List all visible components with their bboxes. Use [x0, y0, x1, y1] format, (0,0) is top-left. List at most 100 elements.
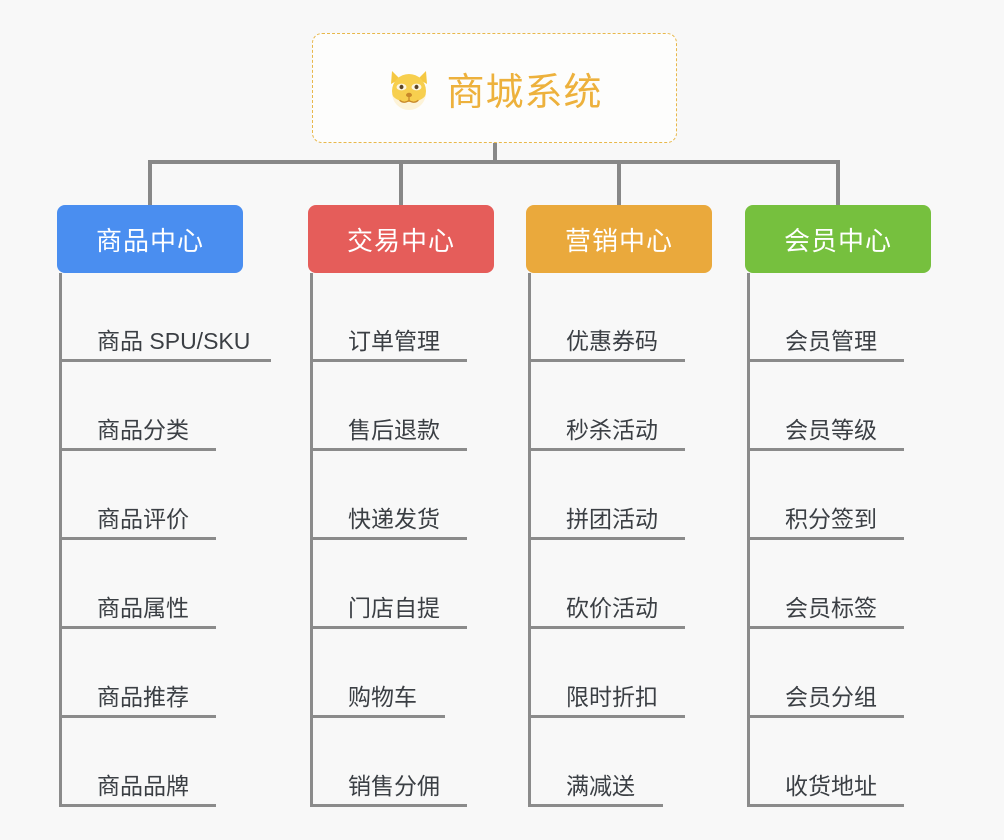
list-item-rule — [747, 715, 904, 718]
list-item[interactable]: 订单管理 — [310, 273, 538, 362]
list-item[interactable]: 会员标签 — [747, 540, 975, 629]
list-item[interactable]: 快递发货 — [310, 451, 538, 540]
list-item-label: 购物车 — [348, 683, 417, 710]
list-item[interactable]: 商品品牌 — [59, 718, 287, 807]
list-item-label: 商品属性 — [97, 594, 189, 621]
list-item-label: 拼团活动 — [566, 505, 658, 532]
page-title: 商城系统 — [446, 71, 603, 114]
list-item-label: 快递发货 — [348, 505, 440, 532]
branch-drop-connector-2 — [399, 160, 403, 208]
list-item[interactable]: 秒杀活动 — [528, 362, 756, 451]
branch-header-marketing-center[interactable]: 营销中心 — [526, 205, 712, 273]
branch-trade-center: 交易中心 订单管理 售后退款 快递发货 门店自提 购物车 — [308, 205, 538, 807]
branch-drop-connector-4 — [836, 160, 840, 208]
list-item-label: 销售分佣 — [348, 772, 440, 799]
root-stem-connector — [493, 143, 497, 163]
list-item-rule — [310, 359, 467, 362]
list-item[interactable]: 购物车 — [310, 629, 538, 718]
list-item-label: 会员管理 — [785, 327, 877, 354]
list-item-rule — [747, 537, 904, 540]
list-item-rule — [747, 448, 904, 451]
list-item-label: 砍价活动 — [566, 594, 658, 621]
branch-header-member-center[interactable]: 会员中心 — [745, 205, 931, 273]
branch-items-trade-center: 订单管理 售后退款 快递发货 门店自提 购物车 销售分佣 — [310, 273, 538, 807]
list-item-rule — [747, 359, 904, 362]
list-item[interactable]: 限时折扣 — [528, 629, 756, 718]
branch-label: 商品中心 — [95, 225, 204, 256]
list-item[interactable]: 砍价活动 — [528, 540, 756, 629]
list-item[interactable]: 售后退款 — [310, 362, 538, 451]
branch-drop-connector-1 — [148, 160, 152, 208]
branch-drop-connector-3 — [617, 160, 621, 208]
list-item-rule — [310, 626, 467, 629]
list-item-rule — [528, 448, 685, 451]
branch-spine — [747, 273, 750, 807]
list-item[interactable]: 会员等级 — [747, 362, 975, 451]
list-item-label: 限时折扣 — [566, 683, 658, 710]
list-item-rule — [310, 537, 467, 540]
list-item[interactable]: 收货地址 — [747, 718, 975, 807]
list-item-rule — [59, 359, 271, 362]
list-item-rule — [59, 448, 216, 451]
branch-label: 会员中心 — [783, 225, 892, 256]
list-item-rule — [310, 804, 467, 807]
list-item[interactable]: 销售分佣 — [310, 718, 538, 807]
list-item-label: 会员分组 — [785, 683, 877, 710]
list-item[interactable]: 商品属性 — [59, 540, 287, 629]
list-item-rule — [747, 626, 904, 629]
list-item-label: 收货地址 — [785, 772, 877, 799]
list-item-label: 售后退款 — [348, 416, 440, 443]
list-item-rule — [528, 804, 663, 807]
list-item-rule — [747, 804, 904, 807]
branch-items-marketing-center: 优惠券码 秒杀活动 拼团活动 砍价活动 限时折扣 满减送 — [528, 273, 756, 807]
dog-face-icon — [386, 65, 432, 111]
branch-spine — [310, 273, 313, 807]
branch-items-product-center: 商品 SPU/SKU 商品分类 商品评价 商品属性 商品推荐 商品品牌 — [59, 273, 287, 807]
list-item-label: 商品 SPU/SKU — [97, 327, 251, 354]
list-item[interactable]: 会员管理 — [747, 273, 975, 362]
list-item[interactable]: 商品分类 — [59, 362, 287, 451]
branch-member-center: 会员中心 会员管理 会员等级 积分签到 会员标签 会员分组 — [745, 205, 975, 807]
list-item-label: 满减送 — [566, 772, 635, 799]
branch-label: 营销中心 — [564, 225, 673, 256]
list-item[interactable]: 满减送 — [528, 718, 756, 807]
list-item[interactable]: 商品评价 — [59, 451, 287, 540]
branch-label: 交易中心 — [346, 225, 455, 256]
list-item-label: 会员标签 — [785, 594, 877, 621]
list-item-label: 积分签到 — [785, 505, 877, 532]
list-item-rule — [59, 804, 216, 807]
list-item-label: 商品分类 — [97, 416, 189, 443]
list-item-label: 订单管理 — [348, 327, 440, 354]
branch-product-center: 商品中心 商品 SPU/SKU 商品分类 商品评价 商品属性 商品推荐 — [57, 205, 287, 807]
list-item[interactable]: 积分签到 — [747, 451, 975, 540]
list-item[interactable]: 门店自提 — [310, 540, 538, 629]
list-item-rule — [528, 715, 685, 718]
branch-marketing-center: 营销中心 优惠券码 秒杀活动 拼团活动 砍价活动 限时折扣 — [526, 205, 756, 807]
branch-items-member-center: 会员管理 会员等级 积分签到 会员标签 会员分组 收货地址 — [747, 273, 975, 807]
list-item[interactable]: 拼团活动 — [528, 451, 756, 540]
horizontal-bus-connector — [148, 160, 840, 164]
branch-spine — [528, 273, 531, 807]
list-item-rule — [528, 626, 685, 629]
branch-header-trade-center[interactable]: 交易中心 — [308, 205, 494, 273]
branch-header-product-center[interactable]: 商品中心 — [57, 205, 243, 273]
list-item-rule — [59, 715, 216, 718]
branch-spine — [59, 273, 62, 807]
list-item-rule — [310, 448, 467, 451]
list-item[interactable]: 会员分组 — [747, 629, 975, 718]
list-item-label: 秒杀活动 — [566, 416, 658, 443]
list-item[interactable]: 商品推荐 — [59, 629, 287, 718]
root-node[interactable]: 商城系统 — [312, 33, 677, 143]
list-item-rule — [528, 359, 685, 362]
list-item-label: 商品评价 — [97, 505, 189, 532]
list-item-label: 会员等级 — [785, 416, 877, 443]
list-item[interactable]: 优惠券码 — [528, 273, 756, 362]
list-item-label: 商品品牌 — [97, 772, 189, 799]
list-item-rule — [528, 537, 685, 540]
list-item[interactable]: 商品 SPU/SKU — [59, 273, 287, 362]
list-item-rule — [310, 715, 445, 718]
list-item-rule — [59, 626, 216, 629]
list-item-label: 优惠券码 — [566, 327, 658, 354]
list-item-label: 门店自提 — [348, 594, 440, 621]
